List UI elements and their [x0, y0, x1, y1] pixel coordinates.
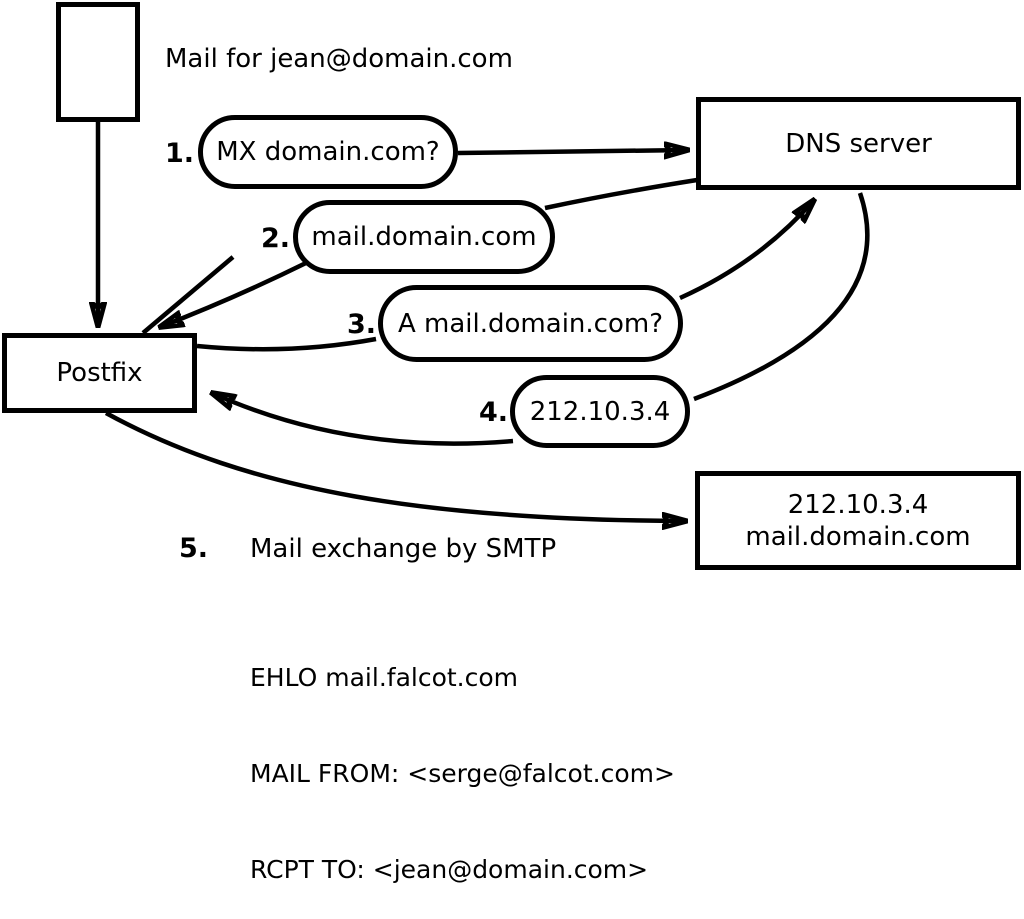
smtp-line: MAIL FROM: <serge@falcot.com> [250, 759, 675, 788]
arrow-query3-to-dns [679, 200, 814, 301]
step-5-number: 5. [178, 533, 208, 564]
arrow-reply2-to-postfix [160, 259, 309, 327]
step-1-number: 1. [164, 138, 194, 169]
mail-message-box [56, 2, 140, 122]
diagram-title: Mail for jean@domain.com [165, 44, 513, 74]
mail-exchanger-hostname: mail.domain.com [745, 521, 971, 552]
query-bubble-mx: MX domain.com? [198, 115, 458, 189]
query-bubble-a: A mail.domain.com? [378, 285, 683, 362]
arrow-reply4-to-postfix [212, 393, 514, 446]
smtp-session-text: EHLO mail.falcot.com MAIL FROM: <serge@f… [250, 598, 675, 919]
dns-server-node: DNS server [696, 97, 1021, 190]
postfix-node: Postfix [2, 333, 197, 413]
dns-server-label: DNS server [785, 128, 932, 159]
mail-exchanger-node: 212.10.3.4 mail.domain.com [695, 471, 1021, 570]
line-postfix-to-query1 [141, 255, 235, 335]
reply-bubble-a-label: 212.10.3.4 [529, 396, 671, 427]
reply-bubble-a: 212.10.3.4 [510, 375, 690, 448]
arrow-query1-to-dns [457, 150, 688, 153]
arrow-postfix-to-mailexchanger [104, 411, 686, 521]
step-4-number: 4. [478, 397, 508, 428]
line-dns-to-reply2 [544, 177, 698, 211]
step-3-number: 3. [346, 309, 376, 340]
smtp-line: RCPT TO: <jean@domain.com> [250, 855, 649, 884]
reply-bubble-mx-label: mail.domain.com [311, 222, 537, 252]
line-dns-to-reply4 [693, 192, 870, 402]
query-bubble-mx-label: MX domain.com? [216, 137, 440, 167]
step-5-label: Mail exchange by SMTP [250, 534, 557, 564]
smtp-line: EHLO mail.falcot.com [250, 663, 519, 692]
reply-bubble-mx: mail.domain.com [293, 200, 555, 274]
line-postfix-to-query3 [196, 336, 377, 352]
postfix-label: Postfix [56, 358, 143, 388]
step-2-number: 2. [260, 223, 290, 254]
mail-exchanger-ip: 212.10.3.4 [787, 489, 929, 520]
query-bubble-a-label: A mail.domain.com? [398, 308, 663, 339]
